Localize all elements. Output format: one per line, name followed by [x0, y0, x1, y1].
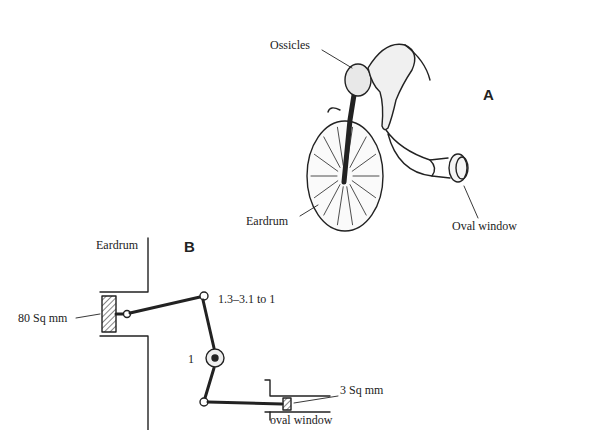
part-label: Ossicles	[270, 38, 310, 52]
stapes-rod	[208, 402, 282, 404]
eardrum-fibre	[337, 127, 343, 165]
wall	[265, 380, 330, 396]
part-label: oval window	[270, 413, 332, 427]
wall	[265, 411, 330, 412]
pivot	[206, 349, 224, 367]
eardrum-fibre	[347, 187, 353, 225]
malleus-handle	[344, 95, 354, 182]
part-label: Eardrum	[246, 214, 288, 228]
part-label: Oval window	[452, 219, 517, 233]
eardrum-fibre	[314, 181, 337, 198]
eardrum-piston	[102, 296, 116, 332]
ratio-label: 1	[188, 352, 194, 366]
eardrum-fibre	[350, 185, 366, 215]
eardrum-fibre	[324, 137, 340, 167]
ratio-label: 1.3–3.1 to 1	[218, 292, 275, 306]
oval-window-piston	[283, 398, 291, 410]
eardrum-fibre	[311, 176, 337, 177]
incus	[368, 44, 415, 129]
eardrum-fibre	[352, 154, 375, 171]
malleus-head	[345, 64, 371, 96]
stapes	[386, 130, 450, 178]
figure-letter: A	[483, 86, 494, 103]
figure-letter: B	[184, 238, 195, 255]
dimension-label: 80 Sq mm	[18, 311, 67, 325]
part-label: Eardrum	[96, 238, 138, 252]
eardrum-fibre	[353, 176, 379, 177]
dimension-label: 3 Sq mm	[340, 383, 383, 397]
oval-window	[449, 154, 467, 182]
wall	[100, 336, 148, 430]
lever	[203, 300, 214, 348]
lever-rod	[130, 297, 200, 313]
eardrum-fibre	[337, 187, 343, 225]
